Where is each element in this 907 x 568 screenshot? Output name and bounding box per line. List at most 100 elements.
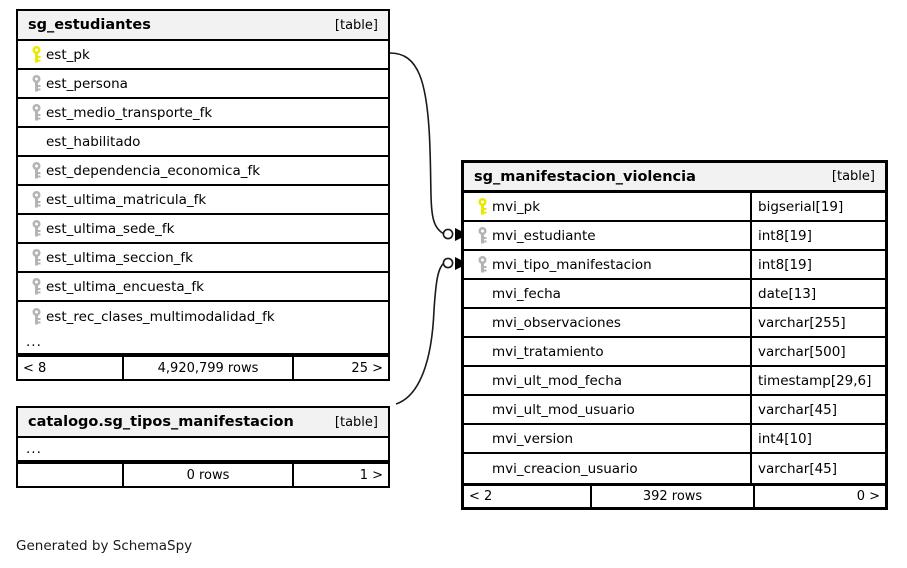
table-kind-label: [table]: [334, 414, 378, 430]
table-row[interactable]: est_ultima_matricula_fk: [18, 186, 388, 215]
column-name: mvi_tipo_manifestacion: [492, 256, 652, 273]
table-row[interactable]: est_habilitado: [18, 128, 388, 157]
foreign-key-icon: [472, 256, 492, 273]
column-name: mvi_tratamiento: [492, 343, 604, 360]
column-name: est_dependencia_economica_fk: [46, 162, 261, 179]
column-name-cell: mvi_ult_mod_fecha: [464, 367, 750, 394]
column-type: varchar[45]: [750, 396, 885, 423]
table-row[interactable]: est_ultima_seccion_fk: [18, 244, 388, 273]
foreign-key-icon: [26, 220, 46, 237]
column-name-cell: est_persona: [18, 70, 388, 97]
column-name-cell: est_ultima_sede_fk: [18, 215, 388, 242]
table-row[interactable]: est_persona: [18, 70, 388, 99]
table-title: sg_estudiantes: [28, 17, 151, 33]
table-row[interactable]: est_ultima_sede_fk: [18, 215, 388, 244]
column-type: varchar[45]: [750, 454, 885, 483]
table-footer: < 2 392 rows 0 >: [464, 483, 885, 507]
column-type: bigserial[19]: [750, 193, 885, 220]
table-row[interactable]: mvi_creacion_usuario varchar[45]: [464, 454, 885, 483]
column-name: est_ultima_encuesta_fk: [46, 278, 204, 295]
table-kind-label: [table]: [831, 169, 875, 184]
column-name-cell: est_pk: [18, 41, 388, 68]
table-header[interactable]: sg_estudiantes [table]: [18, 11, 388, 41]
column-name: est_medio_transporte_fk: [46, 104, 213, 121]
table-row[interactable]: est_pk: [18, 41, 388, 70]
footer-next-link[interactable]: 1 >: [359, 467, 383, 483]
column-name-cell: mvi_version: [464, 425, 750, 452]
edge-catalogo-to-mvi-tipo-manifestacion: [395, 262, 445, 405]
table-row[interactable]: mvi_tipo_manifestacion int8[19]: [464, 251, 885, 280]
column-type: int8[19]: [750, 222, 885, 249]
table-header[interactable]: catalogo.sg_tipos_manifestacion [table]: [18, 408, 388, 438]
footer-prev-link[interactable]: < 8: [23, 360, 47, 376]
foreign-key-icon: [26, 191, 46, 208]
column-list: mvi_pk bigserial[19] mvi_estudiante int8[19…: [464, 193, 885, 483]
column-name: est_rec_clases_multimodalidad_fk: [46, 308, 275, 325]
table-row[interactable]: mvi_tratamiento varchar[500]: [464, 338, 885, 367]
column-name-cell: mvi_pk: [464, 193, 750, 220]
footer-prev-link[interactable]: [18, 464, 122, 486]
foreign-key-icon: [26, 249, 46, 266]
edge-est-pk-to-mvi-estudiante: [389, 52, 445, 235]
column-name-cell: est_ultima_seccion_fk: [18, 244, 388, 271]
edge-endpoint-circle-1: [442, 228, 454, 240]
foreign-key-icon: [472, 227, 492, 244]
column-type: varchar[500]: [750, 338, 885, 365]
table-header[interactable]: sg_manifestacion_violencia [table]: [464, 163, 885, 193]
column-name: mvi_estudiante: [492, 227, 596, 244]
column-name-cell: mvi_tipo_manifestacion: [464, 251, 750, 278]
table-kind-label: [table]: [334, 17, 378, 33]
footer-row-count: 0 rows: [122, 464, 294, 486]
column-name: mvi_fecha: [492, 285, 561, 302]
table-footer: < 8 4,920,799 rows 25 >: [18, 355, 388, 379]
column-name: est_habilitado: [46, 133, 141, 150]
column-name-cell: est_rec_clases_multimodalidad_fk: [18, 302, 388, 331]
column-type: date[13]: [750, 280, 885, 307]
table-row[interactable]: mvi_ult_mod_fecha timestamp[29,6]: [464, 367, 885, 396]
column-name-cell: mvi_estudiante: [464, 222, 750, 249]
table-footer: 0 rows 1 >: [18, 462, 388, 486]
table-row[interactable]: est_medio_transporte_fk: [18, 99, 388, 128]
column-name-cell: mvi_fecha: [464, 280, 750, 307]
column-type: timestamp[29,6]: [750, 367, 885, 394]
column-name: mvi_pk: [492, 198, 541, 215]
column-name-cell: mvi_creacion_usuario: [464, 454, 750, 483]
footer-next-link[interactable]: 25 >: [351, 360, 383, 376]
column-name-cell: mvi_observaciones: [464, 309, 750, 336]
table-row[interactable]: mvi_fecha date[13]: [464, 280, 885, 309]
table-row[interactable]: mvi_estudiante int8[19]: [464, 222, 885, 251]
primary-key-icon: [472, 198, 492, 215]
foreign-key-icon: [26, 308, 46, 325]
table-catalogo-sg-tipos-manifestacion[interactable]: catalogo.sg_tipos_manifestacion [table] …: [16, 406, 390, 488]
column-list: est_pk est_persona est_medio_transporte_fk…: [18, 41, 388, 331]
primary-key-icon: [26, 46, 46, 63]
table-sg-estudiantes[interactable]: sg_estudiantes [table] est_pk est_persona…: [16, 9, 390, 381]
diagram-caption: Generated by SchemaSpy: [16, 538, 193, 554]
column-type: int8[19]: [750, 251, 885, 278]
column-name: mvi_version: [492, 430, 574, 447]
column-name: est_persona: [46, 75, 128, 92]
footer-prev-link[interactable]: < 2: [469, 489, 493, 504]
column-name: mvi_ult_mod_fecha: [492, 372, 623, 389]
table-row[interactable]: est_ultima_encuesta_fk: [18, 273, 388, 302]
table-row[interactable]: mvi_pk bigserial[19]: [464, 193, 885, 222]
foreign-key-icon: [26, 75, 46, 92]
column-name-cell: est_medio_transporte_fk: [18, 99, 388, 126]
footer-next-link[interactable]: 0 >: [856, 489, 880, 504]
column-name-cell: mvi_ult_mod_usuario: [464, 396, 750, 423]
foreign-key-icon: [26, 278, 46, 295]
table-row[interactable]: est_dependencia_economica_fk: [18, 157, 388, 186]
column-name: mvi_creacion_usuario: [492, 460, 638, 477]
column-name: est_ultima_sede_fk: [46, 220, 175, 237]
table-title: catalogo.sg_tipos_manifestacion: [28, 414, 294, 430]
table-sg-manifestacion-violencia[interactable]: sg_manifestacion_violencia [table] mvi_p…: [461, 160, 888, 510]
edge-endpoint-circle-2: [442, 257, 454, 269]
more-columns-indicator: ...: [18, 331, 388, 355]
footer-row-count: 4,920,799 rows: [122, 357, 294, 379]
column-name: est_pk: [46, 46, 90, 63]
table-row[interactable]: est_rec_clases_multimodalidad_fk: [18, 302, 388, 331]
